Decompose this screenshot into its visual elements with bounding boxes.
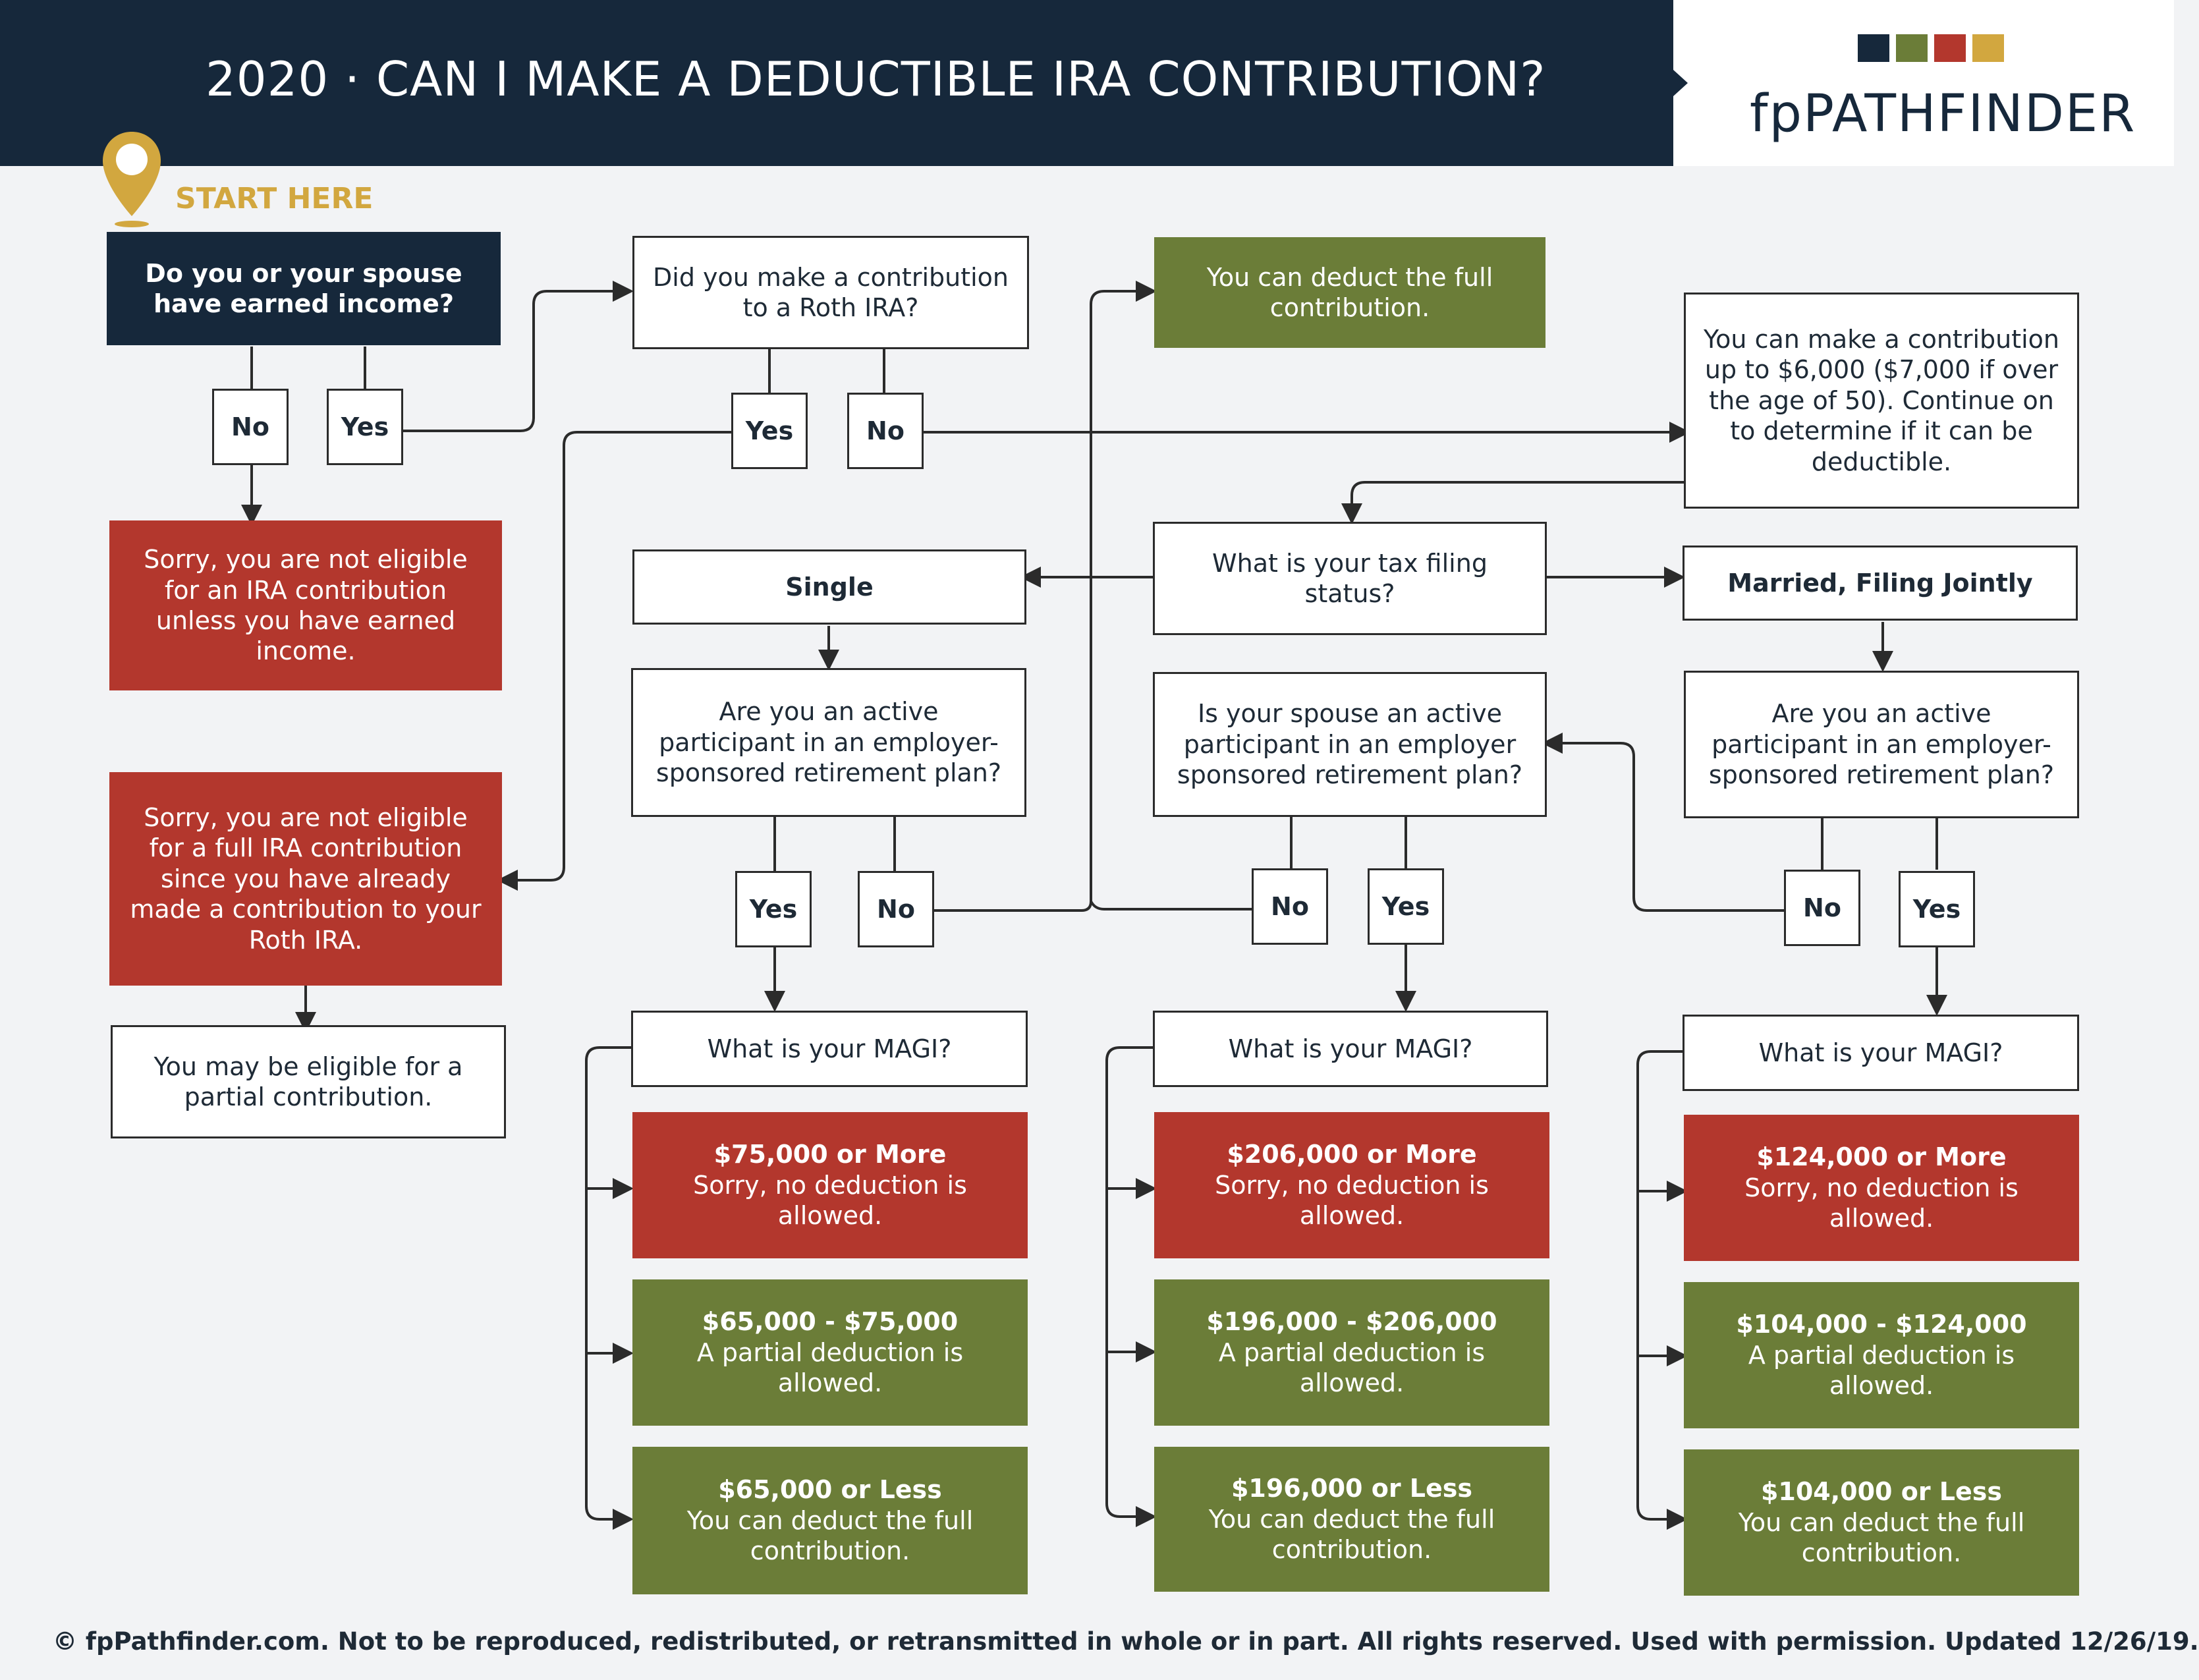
can-contribute-info: You can make a contribution up to $6,000… [1684, 293, 2079, 509]
brand-square-red [1934, 34, 1966, 62]
magi-range: $124,000 or More [1756, 1142, 2007, 1172]
page-title: 2020 · CAN I MAKE A DEDUCTIBLE IRA CONTR… [206, 51, 1546, 107]
magi-result-text: Sorry, no deduction is allowed. [693, 1170, 967, 1231]
start-here-label: START HERE [175, 182, 374, 215]
magi-result-text: A partial deduction is allowed. [696, 1337, 964, 1398]
magi-result-text: A partial deduction is allowed. [1748, 1340, 2015, 1401]
brand-square-gold [1972, 34, 2004, 62]
question-active-single: Are you an active participant in an empl… [631, 668, 1026, 817]
question-filing-status: What is your tax filing status? [1153, 522, 1547, 635]
brand-notch [1673, 70, 1688, 96]
magi-range: $65,000 or Less [718, 1475, 942, 1505]
magi-single-mid: $65,000 - $75,000 A partial deduction is… [632, 1279, 1028, 1426]
answer-roth-no: No [847, 393, 924, 469]
map-pin-icon [103, 132, 161, 227]
answer-earned-yes: Yes [327, 389, 403, 465]
answer-married-no: No [1784, 870, 1860, 946]
question-spouse-active: Is your spouse an active participant in … [1153, 672, 1547, 817]
magi-married-mid: $104,000 - $124,000 A partial deduction … [1684, 1282, 2079, 1428]
full-deduction-result: You can deduct the full contribution. [1154, 237, 1545, 348]
magi-result-text: You can deduct the full contribution. [686, 1505, 974, 1566]
partial-eligible-result: You may be eligible for a partial contri… [111, 1025, 506, 1138]
filing-single: Single [632, 549, 1026, 625]
magi-spouse-mid: $196,000 - $206,000 A partial deduction … [1154, 1279, 1549, 1426]
not-full-eligible-result: Sorry, you are not eligible for a full I… [109, 772, 502, 986]
answer-single-yes: Yes [735, 871, 812, 947]
not-eligible-result: Sorry, you are not eligible for an IRA c… [109, 520, 502, 690]
magi-spouse-low: $196,000 or Less You can deduct the full… [1154, 1447, 1549, 1592]
magi-range: $206,000 or More [1227, 1140, 1477, 1169]
brand-logo: fpPATHFINDER [1750, 84, 2136, 144]
magi-range: $65,000 - $75,000 [702, 1307, 959, 1337]
header-bar: 2020 · CAN I MAKE A DEDUCTIBLE IRA CONTR… [0, 0, 1673, 166]
filing-married-jointly: Married, Filing Jointly [1683, 546, 2078, 621]
answer-spouse-no: No [1252, 868, 1328, 945]
magi-result-text: You can deduct the full contribution. [1208, 1504, 1495, 1565]
magi-single-low: $65,000 or Less You can deduct the full … [632, 1447, 1028, 1594]
magi-range: $104,000 - $124,000 [1736, 1310, 2027, 1339]
answer-married-yes: Yes [1899, 871, 1975, 947]
brand-square-navy [1858, 34, 1889, 62]
magi-range: $75,000 or More [713, 1140, 947, 1169]
magi-question-spouse: What is your MAGI? [1153, 1011, 1548, 1087]
answer-spouse-yes: Yes [1368, 868, 1444, 945]
magi-single-high: $75,000 or More Sorry, no deduction is a… [632, 1112, 1028, 1258]
magi-range: $196,000 or Less [1231, 1474, 1473, 1503]
magi-question-married: What is your MAGI? [1683, 1015, 2079, 1091]
magi-question-single: What is your MAGI? [631, 1011, 1028, 1087]
answer-earned-no: No [212, 389, 289, 465]
magi-range: $104,000 or Less [1760, 1477, 2003, 1507]
magi-result-text: You can deduct the full contribution. [1738, 1507, 2025, 1568]
brand-panel [1673, 0, 2174, 166]
magi-married-low: $104,000 or Less You can deduct the full… [1684, 1449, 2079, 1596]
answer-single-no: No [858, 871, 934, 947]
magi-result-text: Sorry, no deduction is allowed. [1744, 1173, 2018, 1233]
question-earned-income: Do you or your spouse have earned income… [107, 232, 501, 345]
question-active-married: Are you an active participant in an empl… [1684, 671, 2079, 818]
magi-spouse-high: $206,000 or More Sorry, no deduction is … [1154, 1112, 1549, 1258]
magi-range: $196,000 - $206,000 [1206, 1307, 1497, 1337]
question-roth-contribution: Did you make a contribution to a Roth IR… [632, 236, 1029, 349]
magi-result-text: A partial deduction is allowed. [1218, 1337, 1486, 1398]
footer-copyright: © fpPathfinder.com. Not to be reproduced… [53, 1627, 2199, 1656]
answer-roth-yes: Yes [731, 393, 808, 469]
magi-married-high: $124,000 or More Sorry, no deduction is … [1684, 1115, 2079, 1261]
magi-result-text: Sorry, no deduction is allowed. [1215, 1170, 1489, 1231]
brand-square-green [1896, 34, 1928, 62]
